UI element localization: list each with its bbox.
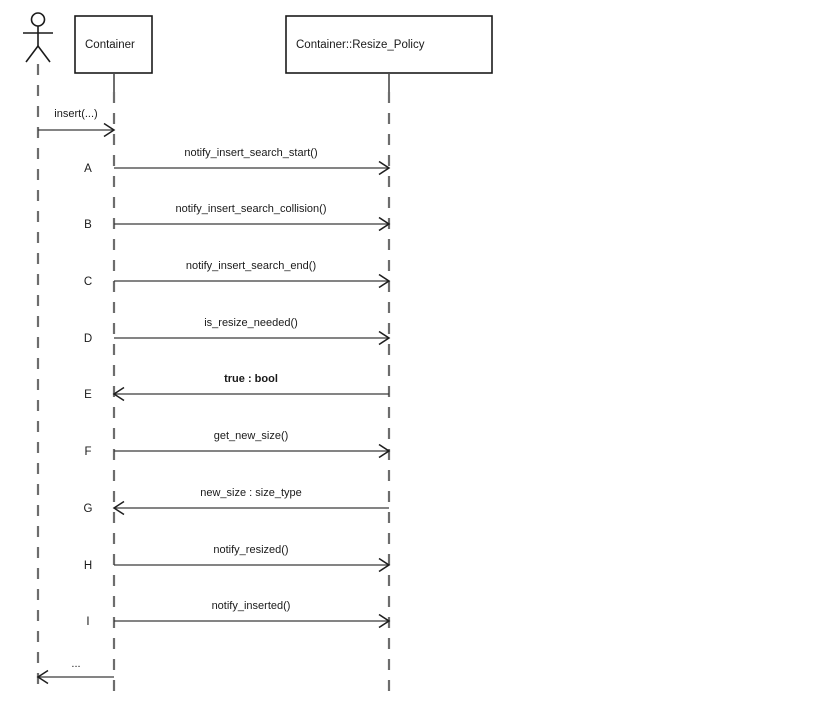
participant-box-resize-policy[interactable]: Container::Resize_Policy <box>285 15 493 74</box>
message-I-label: notify_inserted() <box>212 600 291 612</box>
message-A-label: notify_insert_search_start() <box>184 147 317 159</box>
message-I[interactable]: I notify_inserted() <box>86 600 391 629</box>
message-final-return-label: ... <box>71 658 80 670</box>
message-B-tag: B <box>84 219 92 231</box>
message-E-tag: E <box>84 389 92 401</box>
message-B[interactable]: B notify_insert_search_collision() <box>84 203 391 232</box>
message-I-arrowhead <box>378 613 391 629</box>
message-E[interactable]: E true : bool <box>84 373 389 402</box>
message-G-arrowhead <box>112 500 125 516</box>
participant-box-container[interactable]: Container <box>74 15 153 74</box>
message-F-label: get_new_size() <box>214 430 289 442</box>
message-final-return-arrowhead <box>36 669 49 685</box>
message-C-tag: C <box>84 276 92 288</box>
message-A-tag: A <box>84 163 92 175</box>
message-F-arrowhead <box>378 443 391 459</box>
message-D-tag: D <box>84 333 92 345</box>
message-final-return[interactable]: ... <box>36 658 114 685</box>
container-box-label: Container <box>85 39 135 51</box>
message-G-tag: G <box>84 503 93 515</box>
message-A[interactable]: A notify_insert_search_start() <box>84 147 391 176</box>
message-F-tag: F <box>84 446 91 458</box>
actor-figure[interactable] <box>23 12 53 63</box>
message-B-label: notify_insert_search_collision() <box>175 203 326 215</box>
message-D-label: is_resize_needed() <box>204 317 298 329</box>
message-E-label: true : bool <box>224 373 278 385</box>
message-A-arrowhead <box>378 160 391 176</box>
actor-right-leg-line <box>37 45 51 63</box>
message-D[interactable]: D is_resize_needed() <box>84 317 391 346</box>
message-C[interactable]: C notify_insert_search_end() <box>84 260 391 289</box>
message-H-tag: H <box>84 560 92 572</box>
message-D-arrowhead <box>378 330 391 346</box>
message-G-label: new_size : size_type <box>200 487 302 499</box>
message-C-label: notify_insert_search_end() <box>186 260 316 272</box>
container-box-rect <box>74 15 153 74</box>
message-insert[interactable]: insert(...) <box>38 108 116 138</box>
message-C-arrowhead <box>378 273 391 289</box>
actor-head-icon <box>30 12 46 27</box>
message-F[interactable]: F get_new_size() <box>84 430 391 459</box>
message-H[interactable]: H notify_resized() <box>84 544 391 573</box>
actor-left-leg-line <box>25 45 39 63</box>
resize-policy-box-label: Container::Resize_Policy <box>296 39 425 51</box>
message-insert-arrowhead <box>103 122 116 138</box>
message-G[interactable]: G new_size : size_type <box>84 487 389 516</box>
message-insert-label: insert(...) <box>54 108 97 120</box>
message-H-arrowhead <box>378 557 391 573</box>
message-B-arrowhead <box>378 216 391 232</box>
message-H-label: notify_resized() <box>213 544 288 556</box>
resize-policy-box-rect <box>285 15 493 74</box>
message-E-arrowhead <box>112 386 125 402</box>
message-I-tag: I <box>86 616 89 628</box>
